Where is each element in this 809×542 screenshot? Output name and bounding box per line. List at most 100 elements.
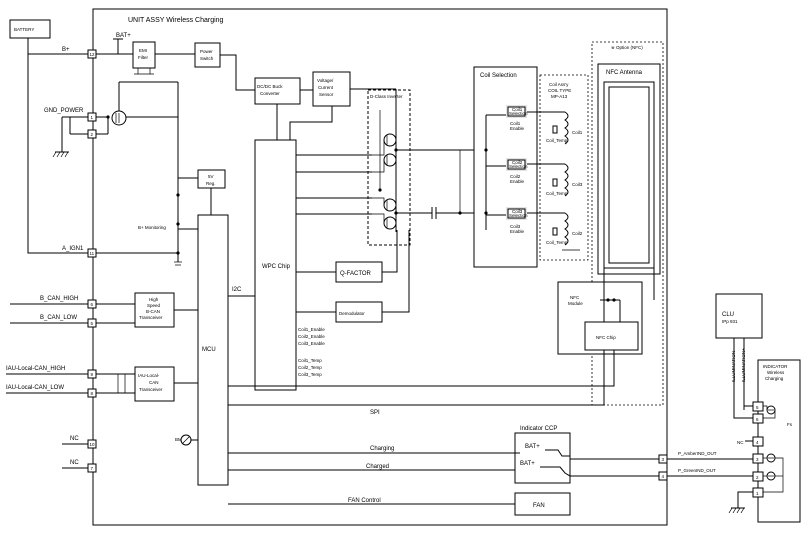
svg-text:Selection: Selection xyxy=(509,213,528,218)
pin-label-nc2: NC xyxy=(70,460,79,466)
svg-text:Current: Current xyxy=(318,85,334,90)
charging-label: Charging xyxy=(370,446,394,452)
svg-text:Coil2: Coil2 xyxy=(512,160,523,165)
svg-text:12: 12 xyxy=(90,52,96,57)
svg-text:5: 5 xyxy=(91,321,94,326)
wpc-chip-block xyxy=(254,139,297,391)
svg-text:Selection: Selection xyxy=(509,111,528,116)
i2c-label: I2C xyxy=(232,287,242,293)
clu-block xyxy=(715,293,763,339)
svg-text:5V: 5V xyxy=(208,174,214,179)
svg-text:6: 6 xyxy=(91,302,94,307)
b-plus-monitoring-label: B+ Monitoring xyxy=(138,225,166,230)
option-nfc-frame xyxy=(591,41,664,406)
svg-text:Demodulator: Demodulator xyxy=(339,311,365,316)
pin-label-a-ign: A_IGN1 xyxy=(62,246,84,252)
unit-title: UNIT ASSY Wireless Charging xyxy=(128,17,224,24)
svg-text:Coil_Temp: Coil_Temp xyxy=(546,191,568,196)
svg-text:Coil Ass'y: Coil Ass'y xyxy=(549,82,569,87)
svg-text:Enable: Enable xyxy=(510,179,525,184)
svg-text:Coil3_Enable: Coil3_Enable xyxy=(298,341,325,346)
svg-text:INDICATOR: INDICATOR xyxy=(763,364,788,369)
amber-out-label: P_AmberIND_OUT xyxy=(678,451,717,456)
svg-text:Coil3_Temp: Coil3_Temp xyxy=(298,372,322,377)
svg-text:8: 8 xyxy=(91,391,94,396)
svg-text:BAT+: BAT+ xyxy=(525,444,540,450)
svg-text:2: 2 xyxy=(756,475,759,480)
svg-text:Coil1: Coil1 xyxy=(512,107,523,112)
svg-text:Indicator CCP: Indicator CCP xyxy=(520,426,557,432)
svg-text:Reg.: Reg. xyxy=(206,181,216,186)
option-label: ※ Option (NFC) xyxy=(611,45,643,50)
pin-label-iau-low: IAU-Local-CAN_LOW xyxy=(6,385,64,391)
svg-text:IPр 931: IPр 931 xyxy=(722,319,738,324)
svg-text:3: 3 xyxy=(756,457,759,462)
svg-text:EMI: EMI xyxy=(139,48,147,53)
green-out-label: P_GreenIND_OUT xyxy=(678,468,716,473)
svg-text:MP-A13: MP-A13 xyxy=(551,94,568,99)
svg-text:Coil1_Enable: Coil1_Enable xyxy=(298,327,325,332)
mcu-block xyxy=(197,214,229,486)
svg-text:5: 5 xyxy=(756,405,759,410)
svg-text:Transceiver: Transceiver xyxy=(139,315,163,320)
svg-text:Enable: Enable xyxy=(510,229,525,234)
svg-text:High: High xyxy=(149,297,159,302)
svg-text:Fs: Fs xyxy=(787,422,793,427)
svg-text:Coil2: Coil2 xyxy=(510,174,521,179)
wpc-signal-labels: Coil1_Enable Coil2_Enable Coil3_Enable C… xyxy=(298,327,325,377)
svg-text:3: 3 xyxy=(662,457,665,462)
svg-text:Coil1_Temp: Coil1_Temp xyxy=(298,358,322,363)
svg-text:Coil_Temp: Coil_Temp xyxy=(546,240,568,245)
svg-text:FAN: FAN xyxy=(533,503,545,509)
svg-text:Voltage/: Voltage/ xyxy=(317,78,334,83)
indicator-ccp-block xyxy=(514,432,571,484)
nfc-chip-block xyxy=(584,321,639,351)
pin-label-iau-high: IAU-Local-CAN_HIGH xyxy=(6,366,65,372)
svg-text:Power: Power xyxy=(200,49,213,54)
svg-text:NFC: NFC xyxy=(570,295,580,300)
svg-text:MCU: MCU xyxy=(202,347,216,353)
svg-text:B-CAN: B-CAN xyxy=(146,309,160,314)
fan-control-label: FAN Control xyxy=(348,498,381,504)
pin-label-nc1: NC xyxy=(70,436,79,442)
svg-text:Q-FACTOR: Q-FACTOR xyxy=(340,271,372,277)
svg-text:Converter: Converter xyxy=(260,91,280,96)
svg-text:Coil3: Coil3 xyxy=(510,224,521,229)
svg-text:COIL TYPE: COIL TYPE xyxy=(548,88,571,93)
power-switch-block xyxy=(194,42,221,68)
svg-text:1: 1 xyxy=(756,491,759,496)
iau-local-can-transceiver xyxy=(134,366,175,402)
dclass-inverter-frame xyxy=(367,89,411,246)
coil-assy-frame xyxy=(539,74,589,261)
dcdc-buck-converter xyxy=(254,77,301,105)
svg-text:11: 11 xyxy=(90,251,95,256)
svg-text:Coil3: Coil3 xyxy=(512,209,523,214)
svg-text:4: 4 xyxy=(756,440,759,445)
pin-label-gnd-power: GND_POWER xyxy=(44,108,84,114)
svg-text:NFC Chip: NFC Chip xyxy=(596,335,616,340)
emi-filter-block xyxy=(132,41,156,69)
svg-text:CAN: CAN xyxy=(149,380,159,385)
svg-text:Switch: Switch xyxy=(200,56,214,61)
svg-text:Coil_Temp: Coil_Temp xyxy=(546,138,568,143)
charged-label: Charged xyxy=(366,464,389,470)
svg-text:6: 6 xyxy=(756,417,759,422)
svg-text:NFC Antenna: NFC Antenna xyxy=(606,70,643,76)
voltage-current-sensor xyxy=(312,71,351,107)
high-speed-bcan-transceiver xyxy=(134,292,175,328)
battery-box xyxy=(9,19,51,39)
svg-text:CLU: CLU xyxy=(722,312,734,318)
connector-pins-left: 12 1 2 11 6 5 9 8 10 7 xyxy=(87,49,97,473)
indicator-leds xyxy=(766,405,776,481)
svg-text:Module: Module xyxy=(568,301,583,306)
svg-text:Coil2_Enable: Coil2_Enable xyxy=(298,334,325,339)
coils: Coil1 Coil3 Coil2 Coil_Temp Coil_Temp Co… xyxy=(546,111,583,246)
svg-text:Coil3: Coil3 xyxy=(572,182,583,187)
svg-text:Charging: Charging xyxy=(765,376,784,381)
svg-text:4: 4 xyxy=(662,474,665,479)
indicator-wireless-charging-block xyxy=(757,359,801,523)
svg-text:IAU-Local-: IAU-Local- xyxy=(138,373,160,378)
svg-text:9: 9 xyxy=(91,372,94,377)
svg-text:WPC Chip: WPC Chip xyxy=(262,264,291,270)
pin-label-b-can-high: B_CAN_HIGH xyxy=(40,296,78,302)
